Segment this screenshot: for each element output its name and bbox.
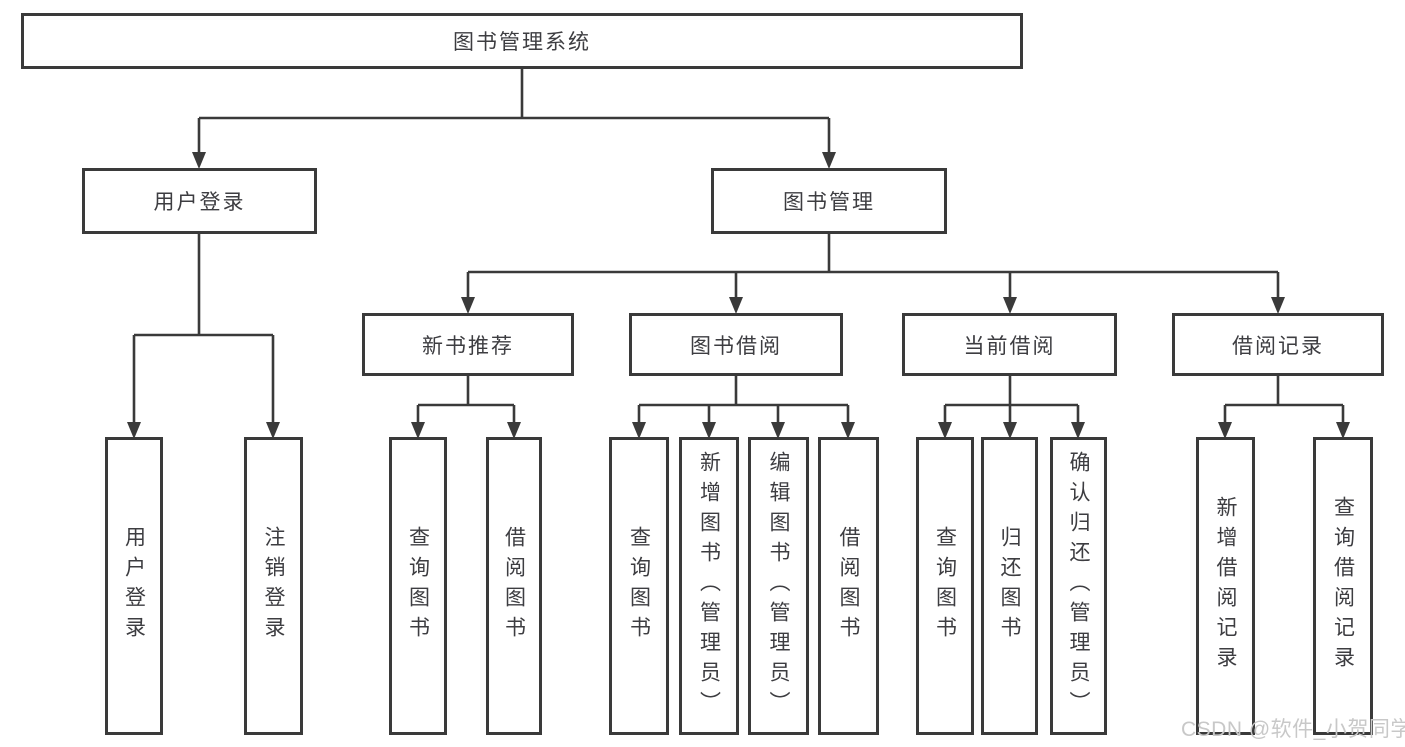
node-label: 图书管理系统 — [453, 31, 591, 54]
leaf-confirm-return-admin: 确认归还（管理员） — [1050, 437, 1107, 735]
arrowhead — [729, 297, 743, 314]
watermark-text: CSDN @软件_小贺同学 — [1181, 718, 1405, 741]
leaf-return-books: 归还图书 — [981, 437, 1038, 735]
node-label: 查询图书 — [406, 526, 430, 646]
node-label: 确认归还（管理员） — [1067, 451, 1090, 721]
node-user-login: 用户登录 — [82, 168, 317, 234]
connector-bookborrow-group — [637, 376, 850, 430]
connector-root-to-level2 — [197, 69, 831, 160]
node-label: 当前借阅 — [963, 334, 1056, 358]
node-label: 借阅记录 — [1232, 334, 1324, 358]
node-new-book-recommend: 新书推荐 — [362, 313, 574, 376]
node-label: 借阅图书 — [837, 526, 860, 646]
connector-userlogin-group — [132, 234, 275, 430]
node-label: 用户登录 — [153, 191, 246, 214]
node-label: 新增图书（管理员） — [697, 451, 721, 721]
node-label: 查询图书 — [933, 526, 957, 646]
leaf-query-books-current: 查询图书 — [916, 437, 974, 735]
node-label: 查询借阅记录 — [1331, 496, 1355, 676]
leaf-add-books-admin: 新增图书（管理员） — [679, 437, 739, 735]
connector-newbook-group — [416, 376, 516, 430]
arrowhead — [192, 152, 206, 169]
leaf-query-books-recommend: 查询图书 — [389, 437, 447, 735]
node-label: 编辑图书（管理员） — [767, 451, 790, 721]
node-book-borrow: 图书借阅 — [629, 313, 843, 376]
arrowhead — [1003, 297, 1017, 314]
leaf-query-borrow-record: 查询借阅记录 — [1313, 437, 1373, 735]
node-borrow-records: 借阅记录 — [1172, 313, 1384, 376]
leaf-user-login: 用户登录 — [105, 437, 163, 735]
node-label: 归还图书 — [998, 526, 1021, 646]
arrowhead — [822, 152, 836, 169]
node-label: 借阅图书 — [502, 526, 526, 646]
arrowhead — [1271, 297, 1285, 314]
node-label: 用户登录 — [122, 526, 146, 646]
node-current-borrow: 当前借阅 — [902, 313, 1117, 376]
node-label: 新书推荐 — [422, 334, 514, 358]
leaf-logout: 注销登录 — [244, 437, 303, 735]
leaf-borrow-books: 借阅图书 — [818, 437, 879, 735]
node-label: 查询图书 — [627, 526, 651, 646]
leaf-query-books-borrow: 查询图书 — [609, 437, 669, 735]
arrowhead — [461, 297, 475, 314]
leaf-edit-books-admin: 编辑图书（管理员） — [748, 437, 809, 735]
connector-bookmgmt-to-level3 — [466, 234, 1280, 305]
node-label: 图书借阅 — [690, 334, 782, 358]
node-book-management: 图书管理 — [711, 168, 947, 234]
leaf-borrow-books-recommend: 借阅图书 — [486, 437, 542, 735]
leaf-add-borrow-record: 新增借阅记录 — [1196, 437, 1255, 735]
node-label: 注销登录 — [262, 526, 285, 646]
node-system-root: 图书管理系统 — [21, 13, 1023, 69]
connector-currentborrow-group — [943, 376, 1080, 430]
connector-borrowrecords-group — [1223, 376, 1345, 430]
node-label: 图书管理 — [783, 191, 875, 214]
node-label: 新增借阅记录 — [1214, 496, 1237, 676]
